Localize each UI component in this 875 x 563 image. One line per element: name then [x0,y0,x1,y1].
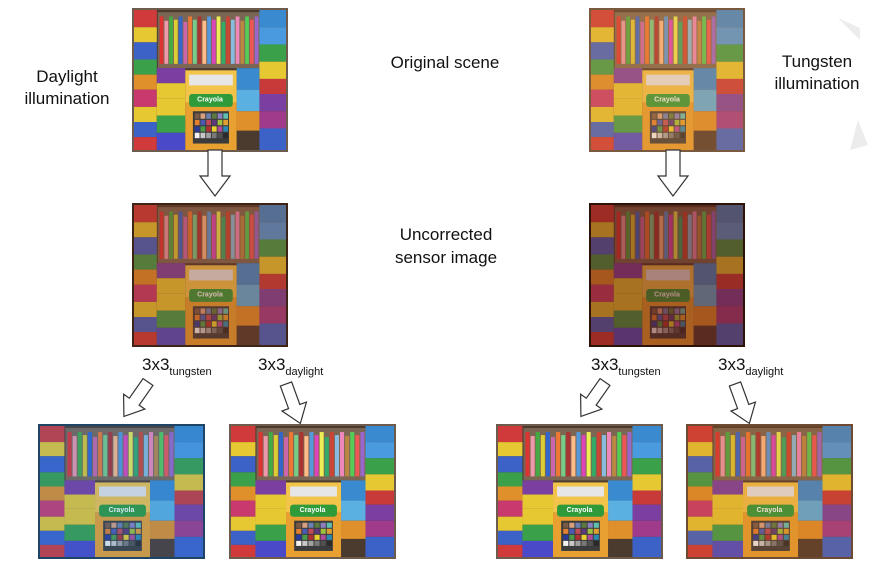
matrix-subscript-daylight: daylight [745,366,783,378]
label-tungsten-1: Tungsten [782,52,852,71]
label-uncorrected-2: sensor image [395,248,497,267]
label-tungsten-2: illumination [774,74,859,93]
corner-mark-1 [838,18,860,40]
arrow-daylight-down [199,149,231,197]
illumination-tint [134,205,286,345]
arrow-tungsten-to-daylight-corrected [722,378,763,429]
arrow-tungsten-to-tungsten-corrected [569,373,617,425]
scene-image-tungsten-sensor: Crayola [589,203,745,347]
illumination-tint [688,426,851,557]
matrix-label-right-daylight: 3x3daylight [718,355,783,378]
corner-mark-2 [850,120,868,150]
matrix-subscript-daylight: daylight [285,366,323,378]
scene-image-tungsten-corrected-tungsten: Crayola [496,424,663,559]
crayola-logo-text: Crayola [654,97,680,104]
matrix-base: 3x3 [142,355,169,374]
matrix-label-left-daylight: 3x3daylight [258,355,323,378]
matrix-subscript-tungsten: tungsten [618,366,660,378]
illumination-tint [591,10,743,150]
label-uncorrected-1: Uncorrected [400,225,493,244]
crayola-logo-text: Crayola [300,507,326,514]
matrix-subscript-tungsten: tungsten [169,366,211,378]
scene-image-daylight-corrected-tungsten: Crayola [38,424,205,559]
crayola-logo-text: Crayola [197,292,223,299]
matrix-base: 3x3 [591,355,618,374]
scene-image-daylight-original: Crayola [132,8,288,152]
arrow-daylight-to-tungsten-corrected [112,373,160,425]
arrow-daylight-to-daylight-corrected [273,378,314,429]
matrix-label-left-tungsten: 3x3tungsten [142,355,212,378]
label-daylight-1: Daylight [36,67,98,86]
crayola-logo-text: Crayola [197,97,223,104]
matrix-base: 3x3 [718,355,745,374]
crayola-logo-text: Crayola [567,507,593,514]
illumination-tint [591,205,743,345]
crayola-logo-text: Crayola [757,507,783,514]
matrix-base: 3x3 [258,355,285,374]
label-daylight-2: illumination [24,89,109,108]
illumination-tint [40,426,203,557]
scene-image-daylight-corrected-daylight: Crayola [229,424,396,559]
arrow-tungsten-down [657,149,689,197]
scene-image-daylight-sensor: Crayola [132,203,288,347]
scene-image-tungsten-corrected-daylight: Crayola [686,424,853,559]
scene-image-tungsten-original: Crayola [589,8,745,152]
label-original-scene: Original scene [391,53,500,72]
crayola-logo-text: Crayola [109,507,135,514]
matrix-label-right-tungsten: 3x3tungsten [591,355,661,378]
